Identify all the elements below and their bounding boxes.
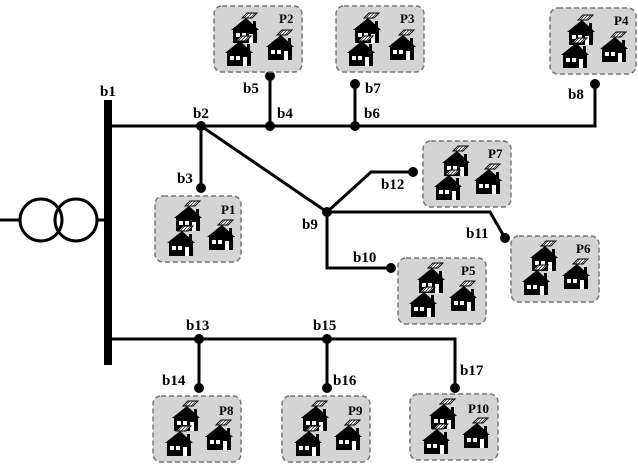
bus-label-b12: b12 [381,177,404,193]
bus-label-b16: b16 [333,373,357,389]
bus-label-b1: b1 [100,84,116,100]
prosumer-p3: P3 [335,5,425,73]
bus-label-b10: b10 [353,250,376,266]
bus-label-b5: b5 [243,81,259,97]
prosumer-label: P10 [468,401,489,416]
bus-nodes [194,71,600,393]
prosumer-label: P8 [219,403,234,418]
bus-label-b3: b3 [177,171,193,187]
prosumer-label: P3 [400,11,415,26]
bus-labels: b1 b2 b3 b4 b5 b6 b7 b8 b9 b10 b11 b12 b… [100,81,584,389]
bus-label-b2: b2 [193,106,209,122]
prosumer-label: P7 [488,146,503,161]
bus-label-b17: b17 [460,363,484,379]
bus-label-b13: b13 [186,318,209,334]
prosumer-label: P2 [279,11,293,26]
prosumer-label: P6 [576,241,591,256]
bus-label-b14: b14 [162,373,186,389]
prosumer-p5: P5 [397,257,487,325]
prosumer-label: P9 [348,403,363,418]
prosumer-p6: P6 [510,235,600,303]
prosumer-p10: P10 [409,393,499,461]
prosumer-p4: P4 [549,7,637,75]
transformer-icon [0,197,110,243]
bus-label-b9: b9 [302,217,318,233]
prosumer-label: P1 [221,202,235,217]
prosumer-p8: P8 [152,395,242,463]
prosumer-p1: P1 [154,195,242,263]
prosumer-p7: P7 [422,140,512,208]
bus-label-b8: b8 [568,87,584,103]
prosumer-p2: P2 [213,5,303,73]
bus-label-b6: b6 [364,106,380,122]
prosumer-p9: P9 [281,395,371,463]
bus-label-b11: b11 [466,226,489,242]
prosumer-label: P5 [461,263,476,278]
bus-label-b7: b7 [365,81,381,97]
main-busbar [104,100,112,365]
prosumer-label: P4 [614,13,629,28]
bus-label-b4: b4 [277,106,293,122]
bus-label-b15: b15 [313,318,336,334]
feeder-lines [112,76,597,388]
